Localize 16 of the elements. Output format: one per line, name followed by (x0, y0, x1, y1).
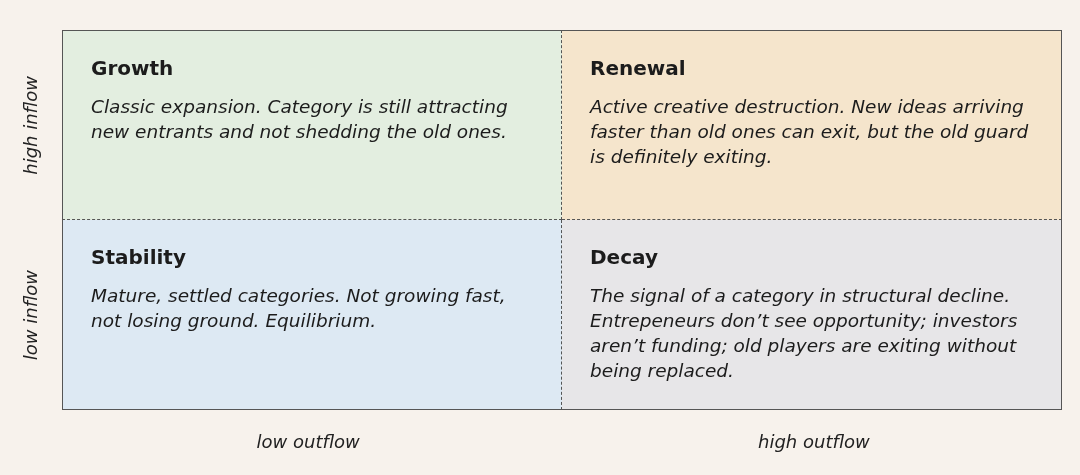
quadrant-title: Renewal (590, 56, 686, 80)
quadrant-description: Active creative destruction. New ideas arriving faster than old ones can exit, but the old guard is definitely exiting. (590, 95, 1030, 169)
axis-label: high outflow (758, 431, 870, 453)
quadrant-title: Decay (590, 245, 658, 269)
quadrant-panel (62, 220, 562, 410)
quadrant-description: Mature, settled categories. Not growing fast, not losing ground. Equilibrium. (91, 284, 507, 333)
quadrant-title: Growth (91, 56, 174, 80)
quadrant-description: The signal of a category in structural decline. Entrepeneurs don’t see opportunity; investors aren’t funding; old players are exiting without being replaced. (590, 284, 1019, 383)
quadrant-title: Stability (91, 245, 186, 269)
axis-label: low outflow (256, 431, 360, 453)
axis-label: low inflow (20, 270, 42, 361)
quadrant-panel (562, 30, 1062, 220)
quadrant-panel (562, 220, 1062, 410)
axis-label: high inflow (20, 75, 42, 175)
quadrant-description: Classic expansion. Category is still attracting new entrants and not shedding the old ones. (91, 95, 509, 144)
quadrant-panel (62, 30, 562, 220)
